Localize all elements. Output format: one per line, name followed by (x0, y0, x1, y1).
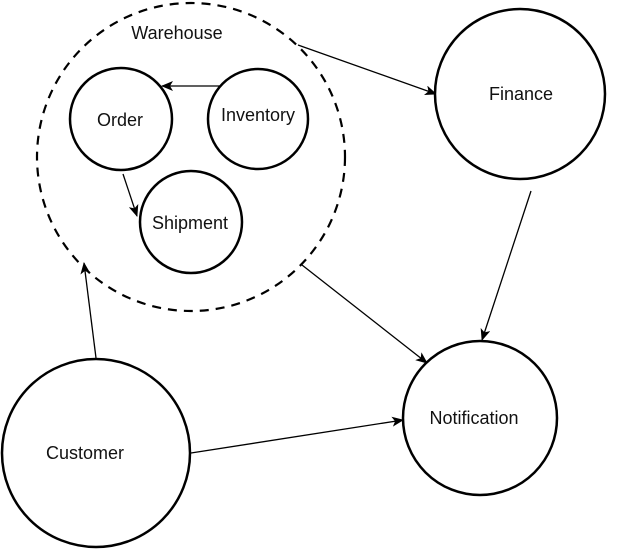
inventory-circle (206, 67, 310, 171)
order-label: Order (97, 110, 143, 130)
notification-circle (401, 339, 559, 497)
edge-customer-to-warehouse (80, 262, 97, 359)
edges (80, 44, 532, 454)
node-finance: Finance (433, 7, 607, 181)
inventory-label: Inventory (221, 105, 295, 125)
shipment-circle (138, 169, 244, 275)
edge-customer-to-notification (190, 416, 404, 454)
node-warehouse: Warehouse (35, 1, 347, 313)
warehouse-label: Warehouse (131, 23, 222, 43)
customer-label: Customer (46, 443, 124, 463)
node-notification: Notification (401, 339, 559, 497)
node-order: Order (68, 66, 174, 172)
shipment-label: Shipment (152, 213, 228, 233)
edge-finance-to-notification (480, 190, 532, 341)
node-customer: Customer (0, 357, 192, 549)
edge-warehouse-to-notification (301, 264, 428, 364)
finance-circle (433, 7, 607, 181)
customer-circle (0, 357, 192, 549)
order-circle (68, 66, 174, 172)
notification-label: Notification (429, 408, 518, 428)
finance-label: Finance (489, 84, 553, 104)
node-shipment: Shipment (138, 169, 244, 275)
edge-warehouse-to-finance (297, 44, 437, 96)
node-inventory: Inventory (206, 67, 310, 171)
warehouse-boundary (35, 1, 347, 313)
edge-order-to-shipment (122, 173, 139, 217)
